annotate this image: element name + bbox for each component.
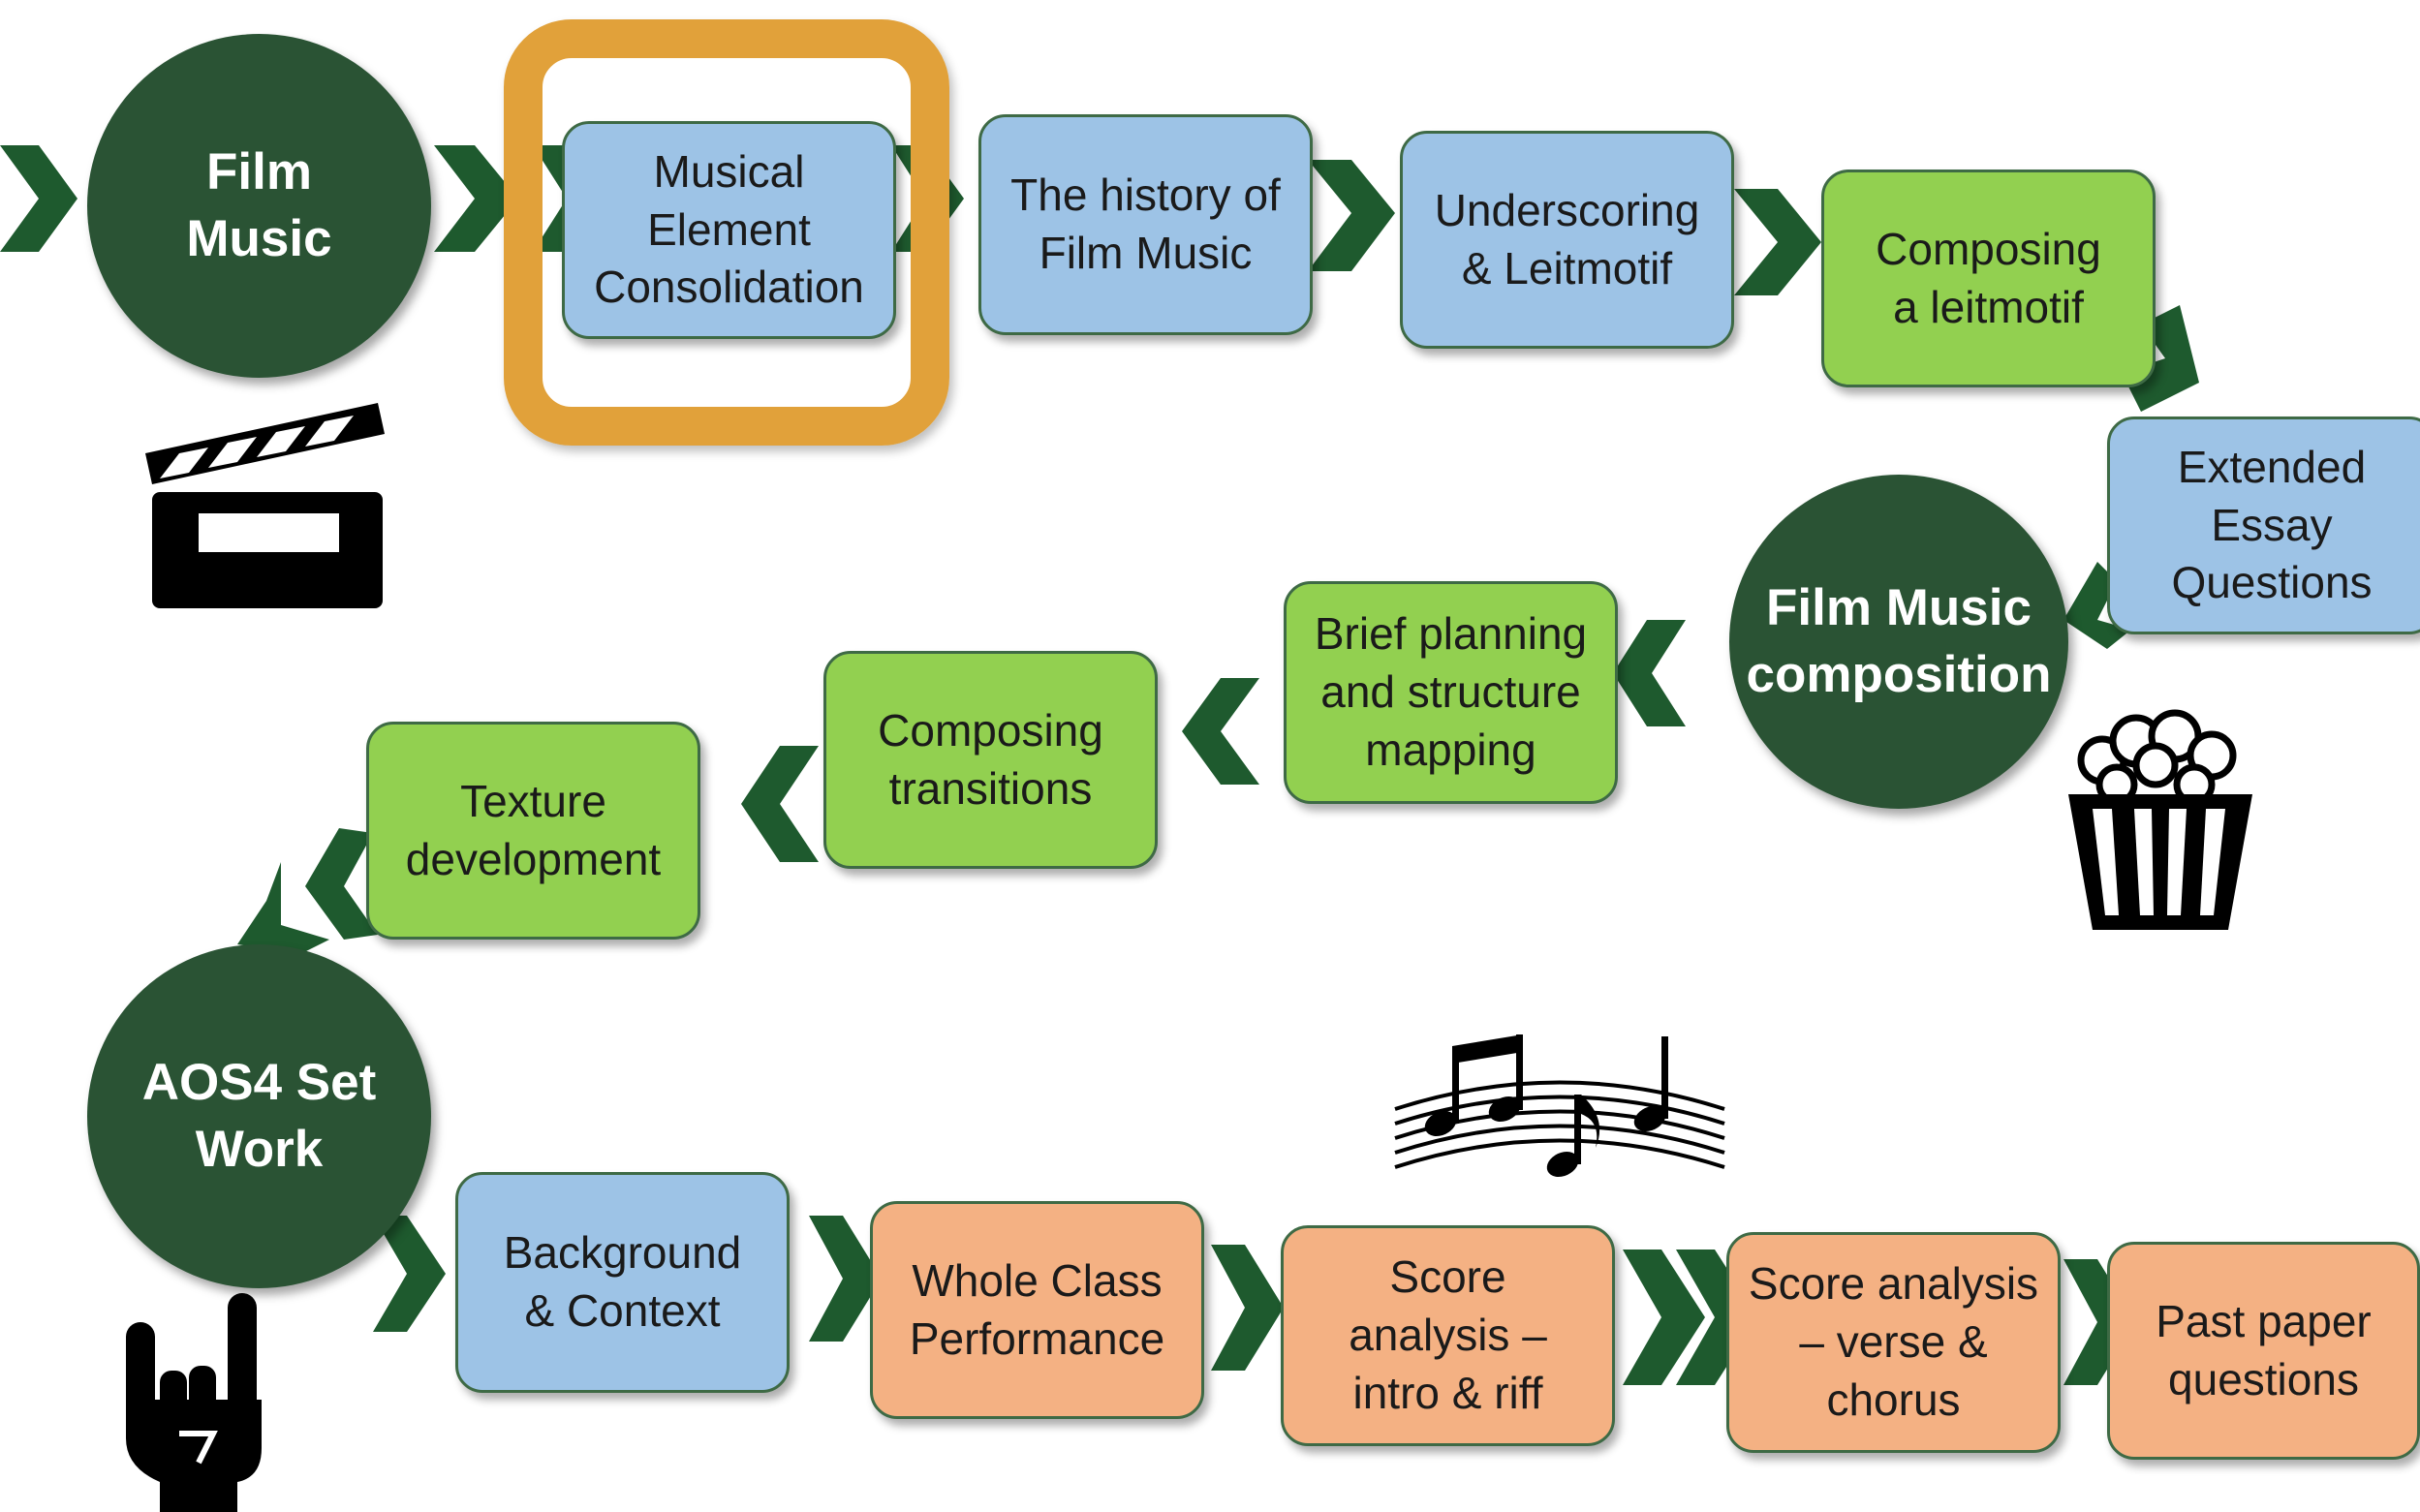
step-past-paper-questions[interactable]: Past paper questions bbox=[2107, 1242, 2420, 1460]
chevron-down bbox=[2122, 305, 2199, 412]
chevron-right bbox=[434, 145, 518, 252]
chevron-right bbox=[0, 145, 78, 252]
step-composing-transitions[interactable]: Composing transitions bbox=[823, 651, 1158, 869]
step-score-analysis-intro-riff[interactable]: Score analysis – intro & riff bbox=[1281, 1225, 1615, 1446]
aos4-set-work-circle: AOS4 Set Work bbox=[87, 944, 431, 1288]
film-music-composition-circle: Film Music composition bbox=[1729, 475, 2068, 809]
clapperboard-icon bbox=[145, 403, 385, 608]
chevron-left bbox=[1613, 620, 1686, 726]
chevron-right bbox=[1676, 1250, 1758, 1385]
step-texture-development[interactable]: Texture development bbox=[366, 722, 700, 940]
popcorn-icon bbox=[2068, 709, 2252, 930]
step-background-context[interactable]: Background & Context bbox=[455, 1172, 790, 1393]
chevron-right bbox=[809, 1216, 882, 1342]
chevron-left bbox=[1182, 678, 1259, 785]
chevron-group bbox=[0, 145, 2199, 1385]
chevron-left bbox=[305, 828, 378, 940]
chevron-down-left bbox=[237, 862, 329, 954]
chevron-left bbox=[741, 746, 819, 862]
chevron-right bbox=[373, 1216, 446, 1332]
step-underscoring-leitmotif[interactable]: Underscoring & Leitmotif bbox=[1400, 131, 1734, 349]
current-step-highlight bbox=[504, 19, 949, 446]
step-whole-class-performance[interactable]: Whole Class Performance bbox=[870, 1201, 1204, 1419]
chevron-right bbox=[1734, 189, 1821, 295]
music-notes-icon bbox=[1394, 1034, 1725, 1178]
step-musical-element-consolidation[interactable]: Musical Element Consolidation bbox=[562, 121, 896, 339]
chevron-right bbox=[1211, 1245, 1284, 1371]
step-brief-planning[interactable]: Brief planning and structure mapping bbox=[1284, 581, 1618, 804]
step-history-of-film-music[interactable]: The history of Film Music bbox=[978, 114, 1313, 335]
step-extended-essay-questions[interactable]: Extended Essay Questions bbox=[2107, 417, 2420, 634]
film-music-circle: Film Music bbox=[87, 34, 431, 378]
rock-hand-icon bbox=[126, 1293, 262, 1512]
step-score-analysis-verse-chorus[interactable]: Score analysis – verse & chorus bbox=[1726, 1232, 2061, 1453]
chevron-right bbox=[1308, 160, 1395, 271]
chevron-right bbox=[2063, 1259, 2136, 1385]
chevron-right bbox=[1623, 1250, 1705, 1385]
step-composing-leitmotif[interactable]: Composing a leitmotif bbox=[1821, 170, 2156, 387]
